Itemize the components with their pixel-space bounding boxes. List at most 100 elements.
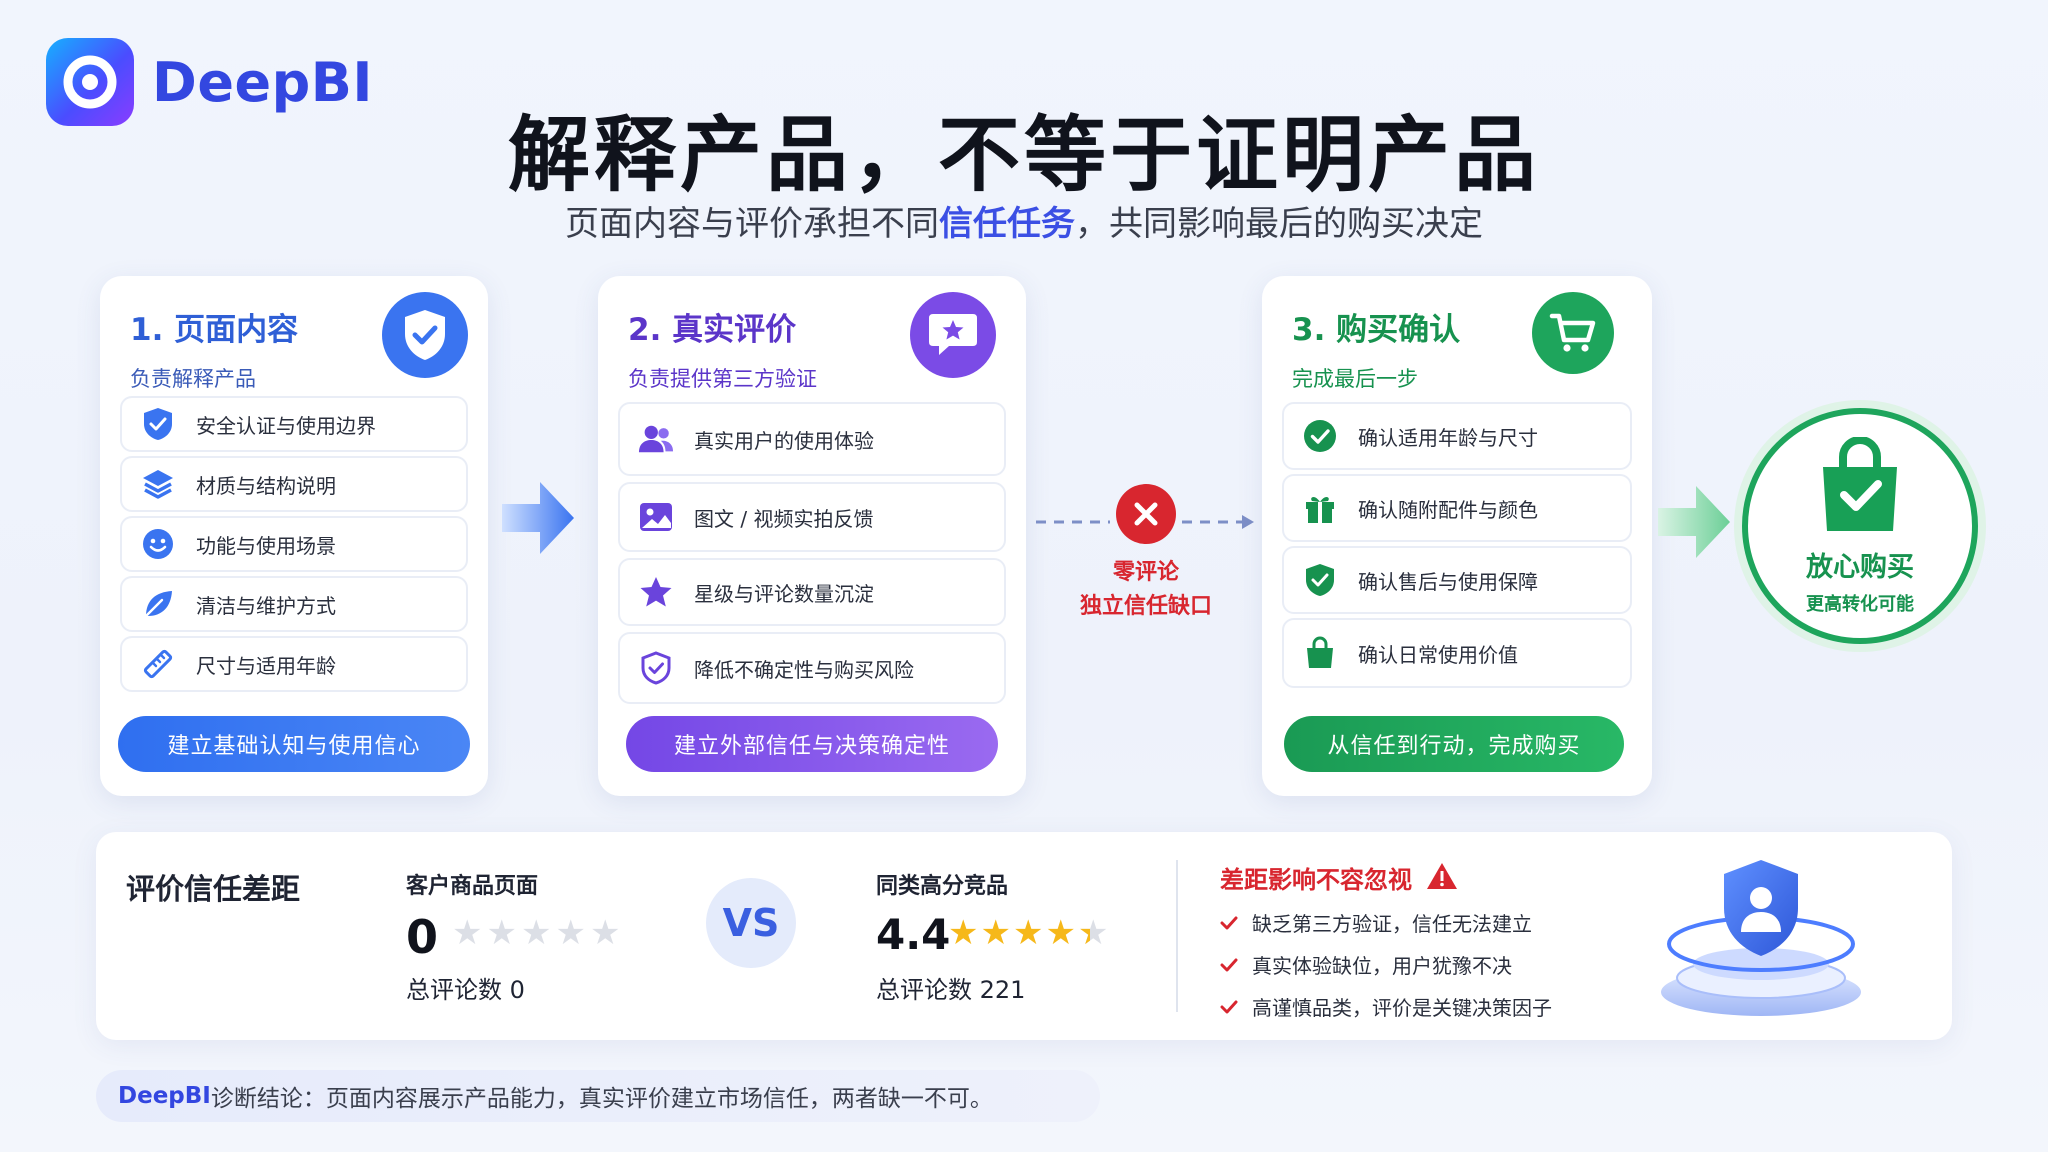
item-label: 安全认证与使用边界 xyxy=(196,413,376,438)
item-label: 确认适用年龄与尺寸 xyxy=(1358,425,1538,450)
impact-header: 差距影响不容忽视 xyxy=(1220,860,1458,895)
list-item: 清洁与维护方式 xyxy=(120,576,468,632)
competitor-label: 同类高分竞品 xyxy=(876,874,1009,899)
star-filled-icon: ★ xyxy=(980,913,1011,953)
arrow-right-icon xyxy=(1658,482,1730,562)
star-empty-icon: ★ xyxy=(589,913,621,953)
result-subtitle: 更高转化可能 xyxy=(1806,593,1914,615)
diagnosis-footer: DeepBI 诊断结论：页面内容展示产品能力，真实评价建立市场信任，两者缺一不可… xyxy=(96,1070,1100,1122)
client-review-count: 总评论数 0 xyxy=(406,976,525,1004)
result-title: 放心购买 xyxy=(1806,551,1914,583)
list-item: 真实体验缺位，用户犹豫不决 xyxy=(1220,950,1552,979)
shield-check-icon xyxy=(1302,562,1338,598)
brand-logo: DeepBI xyxy=(46,38,373,126)
shield-check-icon xyxy=(638,650,674,686)
confident-purchase-badge: 放心购买 更高转化可能 xyxy=(1742,408,1978,644)
section-title: 评价信任差距 xyxy=(126,872,301,906)
list-item: 确认适用年龄与尺寸 xyxy=(1282,402,1632,470)
review-gap-panel: 评价信任差距 客户商品页面 0 ★ ★ ★ ★ ★ 总评论数 0 VS 同类高分… xyxy=(96,832,1952,1040)
vs-badge: VS xyxy=(706,878,796,968)
card-page-content: 1. 页面内容 负责解释产品 安全认证与使用边界 材质与结构说明 功能与使用场景… xyxy=(100,276,488,796)
shopping-cart-icon xyxy=(1532,292,1614,374)
logo-icon xyxy=(46,38,134,126)
subtitle-post: ，共同影响最后的购买决定 xyxy=(1075,204,1483,244)
competitor-star-rating: ★ ★ ★ ★ ★★ xyxy=(948,916,1108,950)
star-half-icon: ★★ xyxy=(1077,913,1109,953)
zero-review-gap-label: 零评论 独立信任缺口 xyxy=(1046,556,1246,624)
client-page-label: 客户商品页面 xyxy=(406,874,539,899)
item-label: 功能与使用场景 xyxy=(196,533,336,558)
star-empty-icon: ★ xyxy=(452,913,483,953)
star-icon xyxy=(638,574,674,610)
subtitle-pre: 页面内容与评价承担不同 xyxy=(565,204,939,244)
zero-review-line1: 零评论 xyxy=(1112,560,1179,585)
card-action-button[interactable]: 建立外部信任与决策确定性 xyxy=(626,716,998,772)
layers-icon xyxy=(140,466,176,502)
list-item: 安全认证与使用边界 xyxy=(120,396,468,452)
check-circle-icon xyxy=(1302,418,1338,454)
impact-point: 高谨慎品类，评价是关键决策因子 xyxy=(1252,996,1552,1020)
impact-title: 差距影响不容忽视 xyxy=(1220,866,1412,894)
star-filled-icon: ★ xyxy=(948,913,979,953)
competitor-rating: 4.4 xyxy=(876,910,951,959)
shopping-bag-check-icon xyxy=(1817,435,1903,537)
card-action-button[interactable]: 建立基础认知与使用信心 xyxy=(118,716,470,772)
smile-icon xyxy=(140,526,176,562)
star-filled-icon: ★ xyxy=(1045,913,1076,953)
card-title: 1. 页面内容 xyxy=(130,312,299,348)
footer-text: 诊断结论：页面内容展示产品能力，真实评价建立市场信任，两者缺一不可。 xyxy=(210,1086,993,1112)
users-icon xyxy=(638,421,674,457)
item-label: 清洁与维护方式 xyxy=(196,593,336,618)
check-icon xyxy=(1220,953,1238,977)
list-item: 确认随附配件与颜色 xyxy=(1282,474,1632,542)
item-label: 确认日常使用价值 xyxy=(1358,642,1518,667)
impact-point: 缺乏第三方验证，信任无法建立 xyxy=(1252,912,1532,936)
impact-list: 缺乏第三方验证，信任无法建立 真实体验缺位，用户犹豫不决 高谨慎品类，评价是关键… xyxy=(1220,908,1552,1021)
item-label: 确认随附配件与颜色 xyxy=(1358,497,1538,522)
item-label: 确认售后与使用保障 xyxy=(1358,569,1538,594)
item-label: 真实用户的使用体验 xyxy=(694,428,874,453)
list-item: 真实用户的使用体验 xyxy=(618,402,1006,476)
card-purchase-confirm: 3. 购买确认 完成最后一步 确认适用年龄与尺寸 确认随附配件与颜色 确认售后与… xyxy=(1262,276,1652,796)
card-action-button[interactable]: 从信任到行动，完成购买 xyxy=(1284,716,1624,772)
list-item: 确认售后与使用保障 xyxy=(1282,546,1632,614)
list-item: 确认日常使用价值 xyxy=(1282,618,1632,688)
star-empty-icon: ★ xyxy=(520,913,552,953)
gift-icon xyxy=(1302,490,1338,526)
item-label: 降低不确定性与购买风险 xyxy=(694,657,914,682)
check-icon xyxy=(1220,995,1238,1019)
footer-brand: DeepBI xyxy=(118,1083,211,1109)
ruler-icon xyxy=(140,646,176,682)
list-item: 功能与使用场景 xyxy=(120,516,468,572)
competitor-review-count: 总评论数 221 xyxy=(876,976,1026,1004)
item-label: 星级与评论数量沉淀 xyxy=(694,581,874,606)
list-item: 星级与评论数量沉淀 xyxy=(618,558,1006,626)
card-subtitle: 完成最后一步 xyxy=(1292,367,1418,391)
star-filled-icon: ★ xyxy=(1012,913,1044,953)
star-empty-icon: ★ xyxy=(486,913,517,953)
card-title: 2. 真实评价 xyxy=(628,312,797,348)
card-subtitle: 负责解释产品 xyxy=(130,367,256,391)
leaf-icon xyxy=(140,586,176,622)
star-empty-icon: ★ xyxy=(555,913,586,953)
subtitle-highlight: 信任任务 xyxy=(939,204,1075,244)
check-icon xyxy=(1220,911,1238,935)
item-label: 材质与结构说明 xyxy=(196,473,336,498)
review-chat-icon xyxy=(910,292,996,378)
client-star-rating: ★ ★ ★ ★ ★ xyxy=(452,916,620,950)
impact-point: 真实体验缺位，用户犹豫不决 xyxy=(1252,954,1512,978)
image-icon xyxy=(638,499,674,535)
shield-check-icon xyxy=(382,292,468,378)
page-title: 解释产品，不等于证明产品 xyxy=(507,108,1540,203)
shield-user-illustration xyxy=(1646,852,1876,1026)
item-label: 图文 / 视频实拍反馈 xyxy=(694,506,874,531)
list-item: 缺乏第三方验证，信任无法建立 xyxy=(1220,908,1552,937)
warning-icon xyxy=(1426,862,1458,894)
close-icon xyxy=(1116,484,1176,544)
card-subtitle: 负责提供第三方验证 xyxy=(628,367,817,391)
client-rating: 0 xyxy=(406,910,439,964)
arrow-right-icon xyxy=(502,478,574,558)
list-item: 材质与结构说明 xyxy=(120,456,468,512)
page-subtitle: 页面内容与评价承担不同信任任务，共同影响最后的购买决定 xyxy=(0,196,2048,245)
list-item: 尺寸与适用年龄 xyxy=(120,636,468,692)
